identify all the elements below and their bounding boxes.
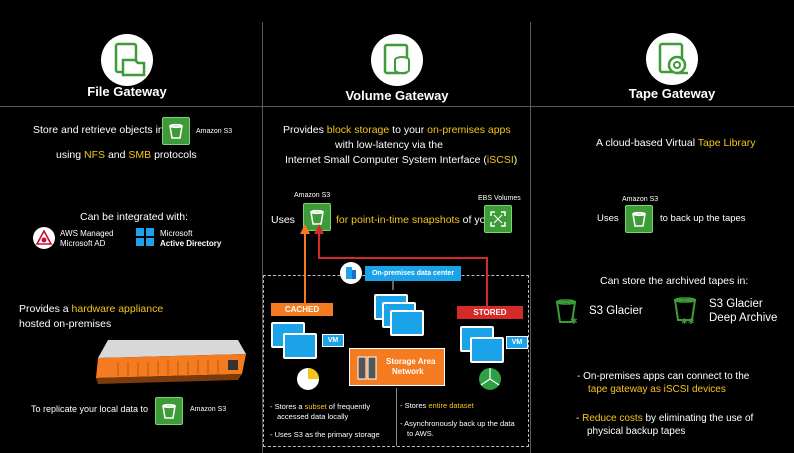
dc-label-box: On-premises data center (365, 266, 461, 281)
stored-vm-label: VM (506, 336, 528, 349)
tg-uses: Uses (597, 213, 619, 224)
volume-gateway-title: Volume Gateway (345, 88, 449, 103)
fg-hw-line1: Provides a hardware appliance (19, 303, 164, 315)
stored-badge: STORED (457, 306, 523, 319)
tg-backup: to back up the tapes (660, 213, 746, 224)
tg-amazon-s3-label: Amazon S3 (622, 196, 659, 203)
fg-hw-line2: hosted on-premises (19, 318, 112, 330)
tape-gateway-title: Tape Gateway (628, 86, 716, 101)
server-rack-icon (357, 356, 377, 380)
aws-managed-ad-icon (33, 227, 55, 249)
volume-gateway-icon-circle (371, 34, 423, 86)
ebs-volumes-icon (484, 205, 512, 233)
fg-replicate: To replicate your local data to (31, 404, 149, 414)
stored-notes: - Stores entire dataset - Asynchronously… (400, 401, 515, 438)
s3-glacier-label: S3 Glacier (589, 305, 643, 317)
center-divider (396, 388, 397, 446)
tape-gateway-icon-circle (646, 33, 698, 85)
cached-notes: - Stores a subset of frequently accessed… (270, 402, 380, 439)
windows-logo-icon (136, 228, 154, 246)
tg-amazon-s3-icon (625, 205, 653, 233)
hardware-appliance-image (88, 334, 248, 386)
dc-building-icon (340, 262, 362, 284)
tg-bullet1: - On-premises apps can connect to the ta… (577, 371, 750, 395)
vg-ebs-label: EBS Volumes (478, 195, 521, 202)
cached-pie-icon (296, 367, 320, 391)
amazon-s3-icon-replicate (155, 397, 183, 425)
s3-glacier-deep-archive-icon: ✱✱ (671, 296, 699, 326)
tape-icon (658, 42, 688, 75)
cached-vm-label: VM (322, 334, 344, 347)
folder-doc-icon (114, 42, 146, 77)
vg-amazon-s3-label: Amazon S3 (294, 192, 331, 199)
center-monitor-front (390, 310, 424, 336)
tg-archived: Can store the archived tapes in: (600, 275, 749, 287)
vg-desc2: with low-latency via the (335, 139, 443, 151)
vg-desc3: Internet Small Computer System Interface… (285, 154, 518, 166)
vg-desc1: Provides block storage to your on-premis… (283, 124, 511, 136)
fg-line1: Store and retrieve objects in (33, 124, 164, 136)
vg-amazon-s3-icon (303, 203, 331, 231)
vg-uses: Uses (271, 214, 295, 226)
cached-badge: CACHED (271, 303, 333, 316)
stored-pie-icon (478, 367, 502, 391)
header-divider (0, 106, 794, 107)
tg-desc: A cloud-based Virtual Tape Library (596, 137, 756, 149)
amazon-s3-label-replicate: Amazon S3 (190, 406, 227, 413)
svg-text:✱: ✱ (570, 317, 578, 326)
divider-right (530, 22, 531, 453)
volume-disk-icon (383, 43, 410, 75)
amazon-s3-icon (162, 117, 190, 145)
amazon-s3-label: Amazon S3 (196, 128, 233, 135)
cached-monitor-2 (283, 333, 317, 359)
file-gateway-icon-circle (101, 34, 153, 86)
s3-glacier-icon: ✱ (553, 298, 579, 327)
fg-line2: using NFS and SMB protocols (56, 149, 197, 161)
stored-monitor-2 (470, 337, 504, 363)
fg-integrated: Can be integrated with: (80, 211, 188, 223)
divider-left (262, 22, 263, 453)
file-gateway-title: File Gateway (87, 84, 167, 99)
svg-text:✱✱: ✱✱ (681, 317, 695, 326)
tg-bullet2: - Reduce costs by eliminating the use of… (576, 413, 754, 437)
